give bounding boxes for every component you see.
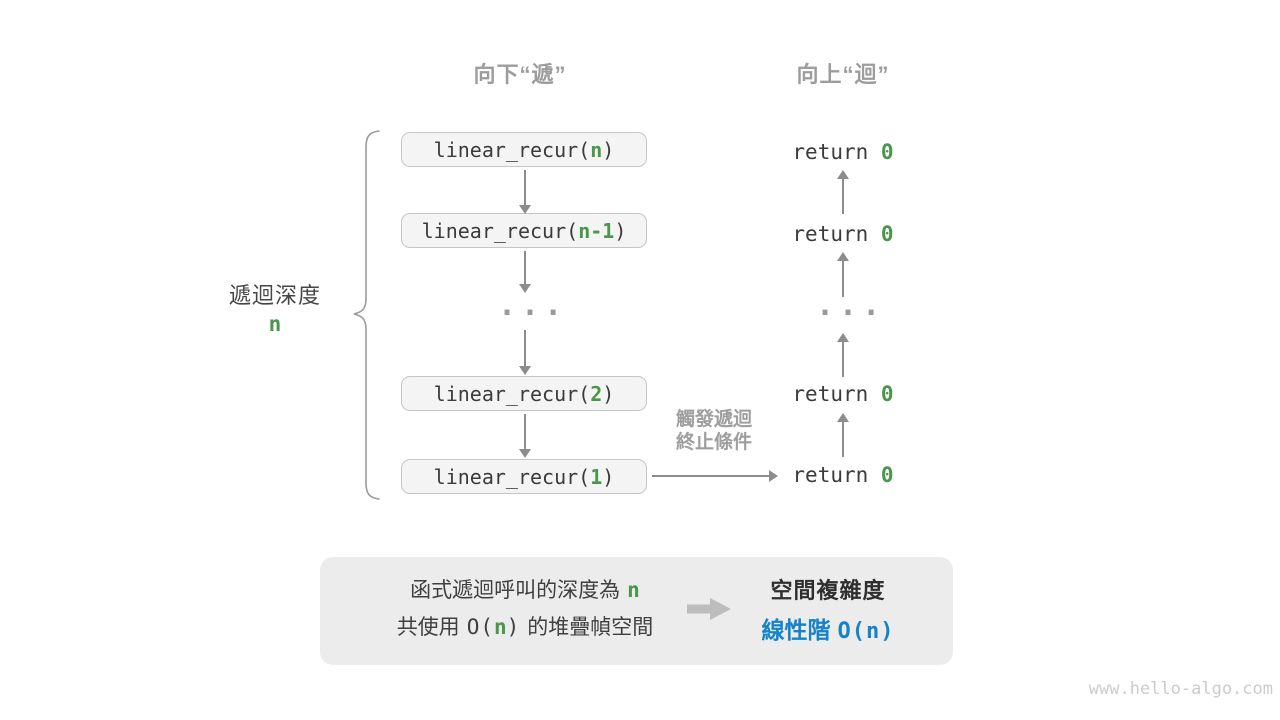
complexity-code-value: n <box>493 615 507 639</box>
return-value: 0 <box>880 222 894 246</box>
base-case-line1: 觸發遞迴 <box>675 409 752 430</box>
summary-line2: 共使用 O(n) 的堆疊幀空間 <box>350 614 700 641</box>
return-statement: return 0 <box>770 139 916 165</box>
up-arrow-icon <box>837 170 849 214</box>
base-case-label: 觸發遞迴 終止條件 <box>650 408 778 454</box>
recursion-depth-label: 遞迴深度 <box>228 283 321 308</box>
code-text: linear_recur( <box>433 464 591 489</box>
complexity-order-text: 線性階 <box>761 617 831 643</box>
summary-line2-pre: 共使用 <box>396 616 460 639</box>
ascend-header: 向上“迴” <box>796 62 890 87</box>
code-arg: 2 <box>590 381 603 406</box>
return-keyword: return <box>792 382 869 406</box>
summary-line2-post: 的堆疊幀空間 <box>527 616 654 639</box>
call-stack-ellipsis: ... <box>498 288 568 323</box>
block-arrow-icon <box>687 598 731 620</box>
space-complexity-title: 空間複雜度 <box>770 578 886 603</box>
call-box-2: linear_recur(2) <box>401 376 647 411</box>
code-text: ) <box>614 218 627 243</box>
down-arrow-icon <box>519 330 531 375</box>
right-arrow-icon <box>652 470 778 482</box>
code-text: ) <box>602 381 615 406</box>
code-text: linear_recur( <box>433 137 591 162</box>
return-statement: return 0 <box>770 462 916 488</box>
code-arg: n <box>590 137 603 162</box>
complexity-code-open: O( <box>466 615 494 639</box>
up-arrow-icon <box>837 252 849 297</box>
return-keyword: return <box>792 463 869 487</box>
summary-line1: 函式遞迴呼叫的深度為 n <box>350 577 700 604</box>
return-statement: return 0 <box>770 381 916 407</box>
return-value: 0 <box>880 382 894 406</box>
code-arg: 1 <box>590 464 603 489</box>
return-keyword: return <box>792 222 869 246</box>
code-text: linear_recur( <box>421 218 579 243</box>
up-arrow-icon <box>837 333 849 377</box>
down-arrow-icon <box>519 251 531 293</box>
down-arrow-icon <box>519 414 531 458</box>
curly-brace-icon <box>353 130 380 500</box>
descend-header: 向下“遞” <box>473 62 567 87</box>
watermark: www.hello-algo.com <box>1088 679 1273 699</box>
return-value: 0 <box>880 463 894 487</box>
code-text: linear_recur( <box>433 381 591 406</box>
recursion-depth-value: n <box>268 312 282 336</box>
base-case-line2: 終止條件 <box>675 432 752 453</box>
code-text: ) <box>602 464 615 489</box>
return-statement: return 0 <box>770 221 916 247</box>
call-box-n: linear_recur(n) <box>401 132 647 167</box>
return-keyword: return <box>792 140 869 164</box>
call-box-n-1: linear_recur(n-1) <box>401 213 647 248</box>
complexity-order-code: O(n) <box>837 619 895 644</box>
complexity-code-close: ) <box>506 615 521 639</box>
down-arrow-icon <box>519 170 531 214</box>
return-value: 0 <box>880 140 894 164</box>
summary-line1-text: 函式遞迴呼叫的深度為 <box>410 579 621 602</box>
code-arg: n-1 <box>578 218 615 243</box>
return-ellipsis: ... <box>816 288 886 323</box>
code-text: ) <box>602 137 615 162</box>
up-arrow-icon <box>837 413 849 457</box>
call-box-1: linear_recur(1) <box>401 459 647 494</box>
summary-line1-value: n <box>627 578 640 602</box>
